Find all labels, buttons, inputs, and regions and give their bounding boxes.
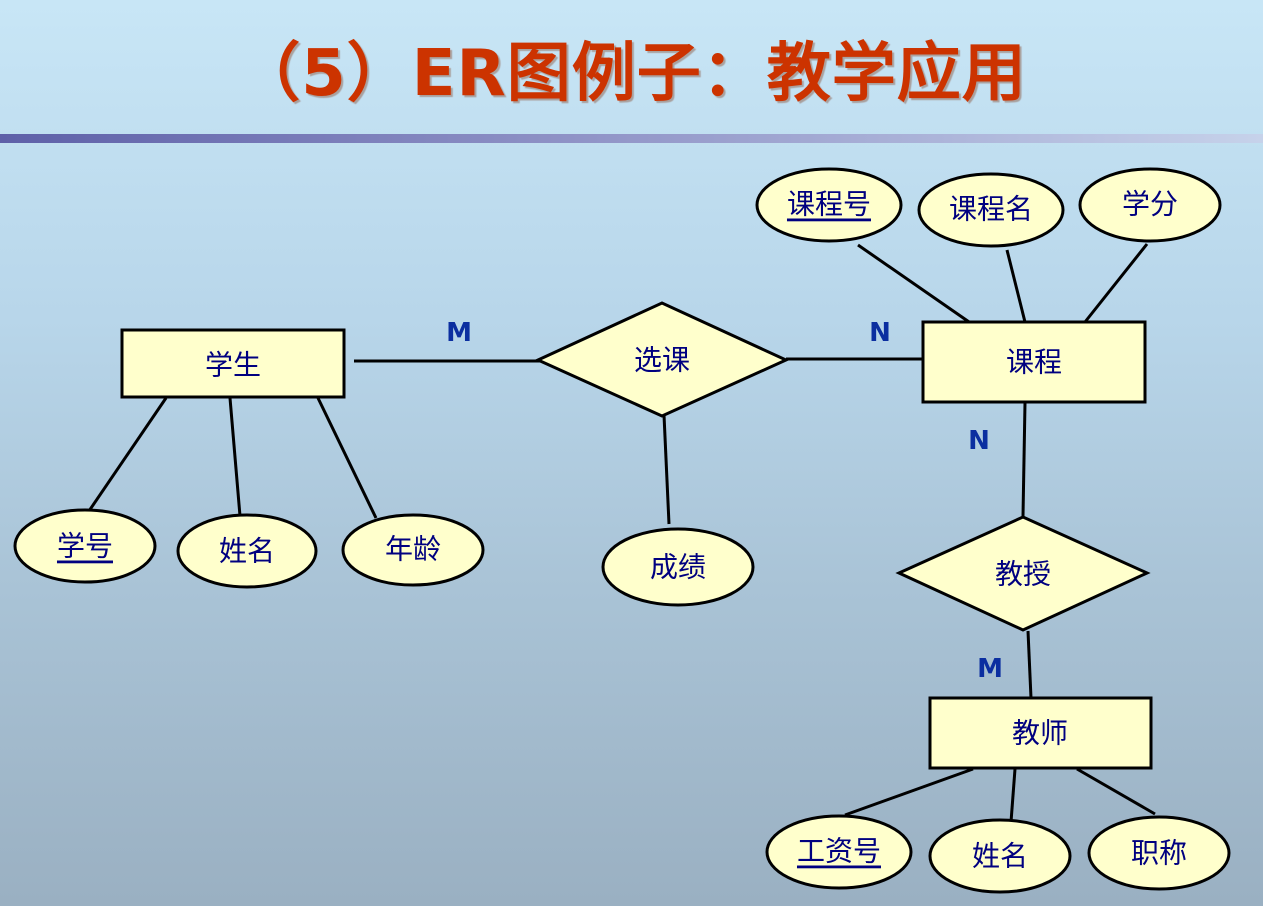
relationship-teach-label: 教授 [995,558,1051,591]
connector-student-id [87,397,168,512]
attribute-title-rank-label: 职称 [1131,837,1187,870]
connector-student-name [228,397,242,517]
attribute-salary-id-label: 工资号 [797,835,881,868]
connector-student-age [316,397,378,519]
attribute-course-id: 课程号 [755,167,903,243]
connector-teacher-name [1009,768,1017,823]
cardinality-select-course: N [869,318,891,348]
attribute-student-name: 姓名 [176,513,318,589]
cardinality-teach-teacher: M [977,654,1003,684]
attribute-title-rank: 职称 [1087,815,1231,891]
attribute-course-name: 课程名 [917,172,1065,248]
attribute-student-id-label: 学号 [57,530,113,563]
relationship-select-course: 选课 [534,301,790,418]
entity-course-label: 课程 [1006,346,1062,379]
title-divider [0,134,1263,143]
connector-credit [1083,243,1149,323]
entity-student: 学生 [120,328,346,399]
attribute-course-name-label: 课程名 [949,193,1033,226]
cardinality-student-select: M [446,318,472,348]
attribute-grade-label: 成绩 [650,551,706,584]
attribute-student-age: 年龄 [341,513,485,587]
cardinality-course-teach: N [968,426,990,456]
connector-title-rank [1076,767,1156,816]
attribute-credit-label: 学分 [1122,188,1178,221]
attribute-student-age-label: 年龄 [385,533,441,566]
relationship-teach: 教授 [895,515,1151,632]
entity-teacher-label: 教师 [1012,717,1068,750]
attribute-student-name-label: 姓名 [219,535,275,568]
attribute-salary-id: 工资号 [765,814,913,890]
connector-teach-teacher [1026,630,1033,699]
attribute-teacher-name-label: 姓名 [972,840,1028,873]
entity-teacher: 教师 [928,696,1153,770]
connector-course-id [857,243,973,326]
attribute-teacher-name: 姓名 [928,818,1072,894]
attribute-grade: 成绩 [601,527,755,607]
attribute-student-id: 学号 [13,508,157,584]
connector-select-grade [662,414,671,525]
attribute-course-id-label: 课程号 [787,188,871,221]
relationship-select-course-label: 选课 [634,344,690,377]
slide-title: （5）ER图例子：教学应用 [236,37,1027,111]
entity-student-label: 学生 [205,349,261,382]
attribute-credit: 学分 [1078,167,1222,243]
connector-course-teach [1021,402,1027,517]
entity-course: 课程 [921,320,1147,404]
connector-course-name [1005,249,1027,323]
connector-salary-id [844,767,974,817]
